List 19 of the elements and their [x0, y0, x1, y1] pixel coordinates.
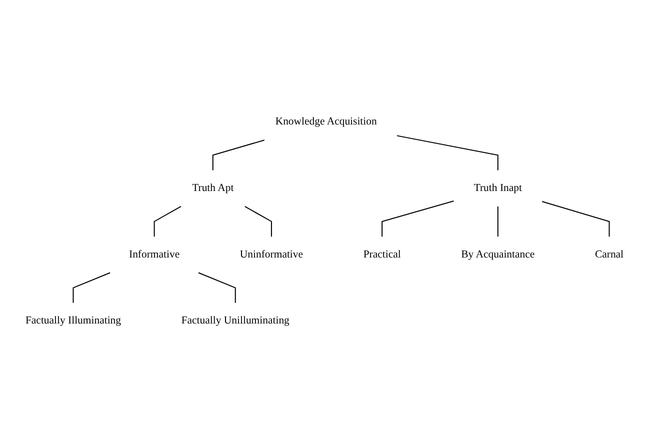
node-text: Knowledge Acquisition	[275, 116, 377, 128]
node-text: Practical	[363, 248, 401, 260]
connector	[72, 272, 110, 303]
connector	[154, 206, 182, 237]
node-text: Carnal	[594, 248, 624, 260]
connector	[497, 206, 498, 237]
connector	[198, 272, 236, 303]
node-text: Factually Illuminating	[25, 314, 122, 326]
connector	[396, 135, 498, 170]
node-text: Uninformative	[240, 248, 304, 260]
connector	[212, 140, 264, 170]
node-text: Truth Inapt	[474, 182, 522, 194]
node-text: Informative	[129, 248, 180, 260]
node-text: By Acquaintance	[461, 248, 535, 260]
node-text: Factually Unilluminating	[181, 314, 290, 326]
node-text: Truth Apt	[192, 182, 234, 194]
connector	[382, 200, 454, 237]
connector	[244, 206, 272, 237]
connector	[542, 201, 610, 237]
